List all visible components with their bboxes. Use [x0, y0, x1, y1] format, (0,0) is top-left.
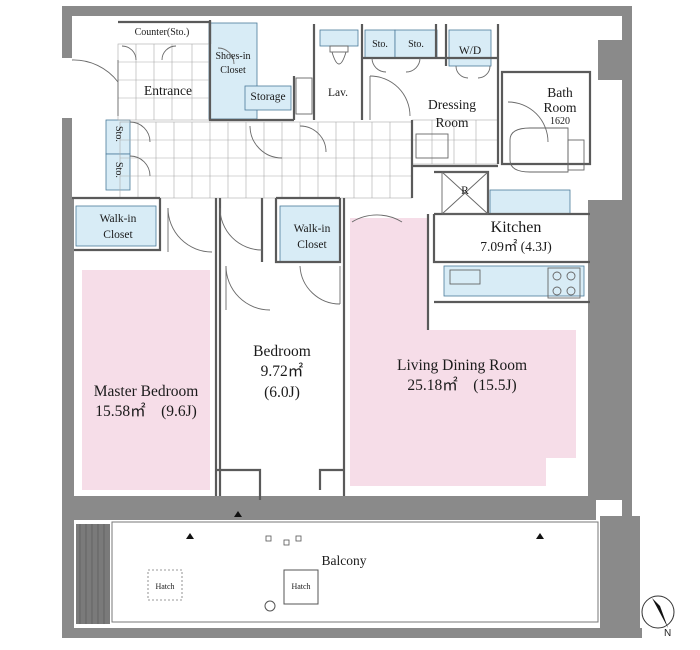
- master-bedroom-area-label: 15.58㎡ (9.6J): [95, 403, 197, 420]
- compass-north-label: N: [664, 628, 672, 639]
- master-bedroom-label: Master Bedroom: [93, 383, 199, 400]
- dressing-room-label-1: Dressing: [428, 97, 476, 112]
- bath-room-label-1: Bath: [547, 85, 573, 100]
- fixture-highlights: [75, 22, 585, 297]
- balcony-area: [76, 511, 599, 624]
- shoes-in-closet-label-1: Shoes-in: [215, 51, 251, 62]
- walk-in-closet-2-label-2: Closet: [297, 239, 327, 251]
- dressing-room-label-2: Room: [435, 115, 469, 130]
- exterior-walls: [62, 6, 642, 638]
- left-storage-label-2: Sto.: [113, 162, 124, 178]
- hatch-label-2: Hatch: [291, 582, 311, 591]
- room-highlights: [82, 218, 576, 490]
- living-dining-room-label: Living Dining Room: [396, 357, 528, 374]
- kitchen-area-label: 7.09㎡ (4.3J): [480, 239, 552, 254]
- fixtures: [295, 45, 585, 299]
- washer-dryer-label: W/D: [458, 45, 482, 57]
- bath-room-size-label: 1620: [550, 116, 570, 127]
- door-swings: [71, 45, 549, 311]
- shoes-in-closet-label-2: Closet: [220, 65, 246, 76]
- compass-icon: [641, 595, 675, 629]
- living-dining-room-area-label: 25.18㎡ (15.5J): [407, 377, 517, 394]
- balcony-label: Balcony: [321, 553, 367, 568]
- counter-storage-label: Counter(Sto.): [134, 27, 190, 38]
- walk-in-closet-1-label-2: Closet: [103, 229, 133, 241]
- lav-label: Lav.: [327, 87, 349, 99]
- storage-label: Storage: [250, 91, 286, 103]
- kitchen-label: Kitchen: [490, 219, 542, 236]
- walk-in-closet-2-label-1: Walk-in: [293, 223, 331, 235]
- bedroom-area-label: 9.72㎡: [260, 363, 304, 380]
- entrance-label: Entrance: [144, 83, 192, 98]
- storage-label-2: Sto.: [408, 39, 424, 50]
- walk-in-closet-1-label-1: Walk-in: [99, 213, 137, 225]
- bath-room-label-2: Room: [543, 100, 577, 115]
- bedroom-tatami-label: (6.0J): [264, 384, 300, 401]
- storage-label-1: Sto.: [372, 39, 388, 50]
- left-storage-label-1: Sto.: [113, 126, 124, 142]
- bedroom-label: Bedroom: [253, 343, 311, 360]
- hatch-label-1: Hatch: [155, 582, 175, 591]
- refrigerator-label: R: [461, 185, 469, 197]
